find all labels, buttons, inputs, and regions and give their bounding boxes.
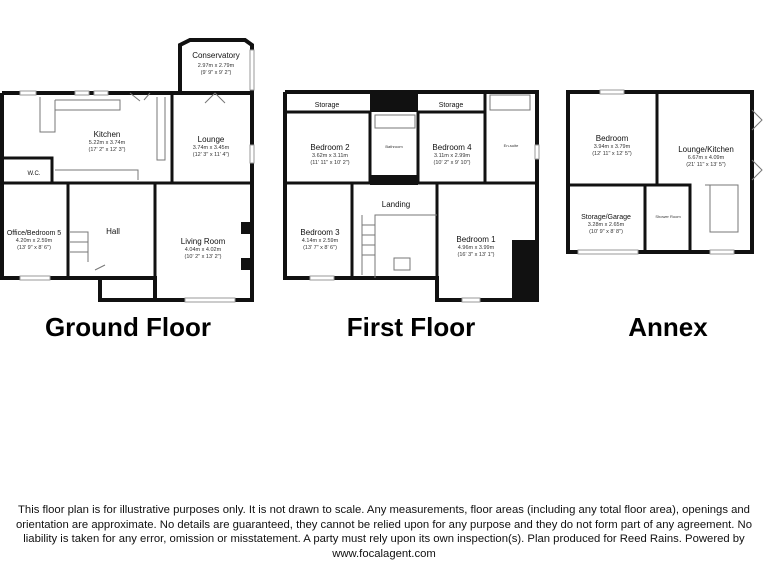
room-metric: 4.14m x 2.59m [302, 238, 339, 244]
room-metric: 3.62m x 3.11m [312, 153, 348, 159]
room-label-living-room: Living Room [181, 237, 226, 246]
room-label-bedroom: Bedroom [596, 134, 629, 143]
room-label-wc: W.C. [28, 171, 41, 177]
room-metric: 4.04m x 4.02m [185, 247, 222, 253]
floor-title-annex: Annex [628, 312, 708, 342]
room-imperial: (13' 7" x 8' 6") [303, 245, 337, 251]
room-imperial: (17' 2" x 12' 3") [89, 147, 126, 153]
room-label-en-suite: En-suite [504, 143, 519, 148]
room-metric: 5.22m x 3.74m [89, 140, 126, 146]
floor-title-ground: Ground Floor [45, 312, 211, 342]
room-label-hall: Hall [106, 227, 120, 236]
room-imperial: (12' 11" x 12' 5") [592, 151, 632, 157]
room-label-bathroom: Bathroom [385, 144, 403, 149]
room-metric: 3.74m x 3.45m [193, 145, 230, 151]
room-label-bedroom-1: Bedroom 1 [456, 235, 496, 244]
first-floor-plan: Storage Storage Bedroom 2 3.62m x 3.11m … [283, 90, 540, 342]
room-label-storage: Storage [439, 102, 464, 109]
room-imperial: (10' 9" x 8' 8") [589, 229, 623, 235]
room-label-shower-room: Shower Room [655, 214, 681, 219]
room-imperial: (16' 3" x 13' 1") [458, 252, 495, 258]
room-imperial: (12' 3" x 11' 4") [193, 152, 230, 158]
room-label-bedroom-3: Bedroom 3 [300, 228, 340, 237]
room-label-bedroom-2: Bedroom 2 [310, 143, 350, 152]
room-label-landing: Landing [382, 200, 410, 209]
room-imperial: (21' 11" x 13' 5") [686, 162, 726, 168]
room-label-bedroom-4: Bedroom 4 [432, 143, 472, 152]
room-label-lounge-kitchen: Lounge/Kitchen [678, 145, 734, 154]
room-metric: 6.67m x 4.09m [688, 155, 725, 161]
room-label-lounge: Lounge [198, 135, 225, 144]
room-imperial: (13' 9" x 8' 6") [17, 245, 51, 251]
room-label-storage: Storage [315, 102, 340, 109]
room-metric: 3.94m x 3.79m [594, 144, 631, 150]
room-metric: 3.28m x 2.65m [588, 222, 625, 228]
room-metric: 2.97m x 2.79m [198, 63, 235, 69]
room-label-storage-garage: Storage/Garage [581, 214, 631, 221]
annex-plan: Bedroom 3.94m x 3.79m (12' 11" x 12' 5")… [566, 89, 763, 342]
room-imperial: (11' 11" x 10' 2") [310, 160, 349, 166]
room-metric: 3.11m x 2.99m [434, 153, 470, 159]
room-label-kitchen: Kitchen [94, 130, 121, 139]
room-metric: 4.96m x 3.99m [458, 245, 495, 251]
room-imperial: (10' 2" x 13' 2") [185, 254, 222, 260]
room-label-office: Office/Bedroom 5 [7, 230, 61, 237]
room-imperial: (9' 9" x 9' 2") [201, 70, 232, 76]
ground-floor-plan: Conservatory 2.97m x 2.79m (9' 9" x 9' 2… [0, 38, 255, 342]
floor-title-first: First Floor [347, 312, 476, 342]
room-metric: 4.20m x 2.59m [16, 238, 53, 244]
room-imperial: (10' 2" x 9' 10") [434, 160, 471, 166]
disclaimer-text: This floor plan is for illustrative purp… [15, 504, 752, 560]
room-label-conservatory: Conservatory [192, 51, 240, 60]
